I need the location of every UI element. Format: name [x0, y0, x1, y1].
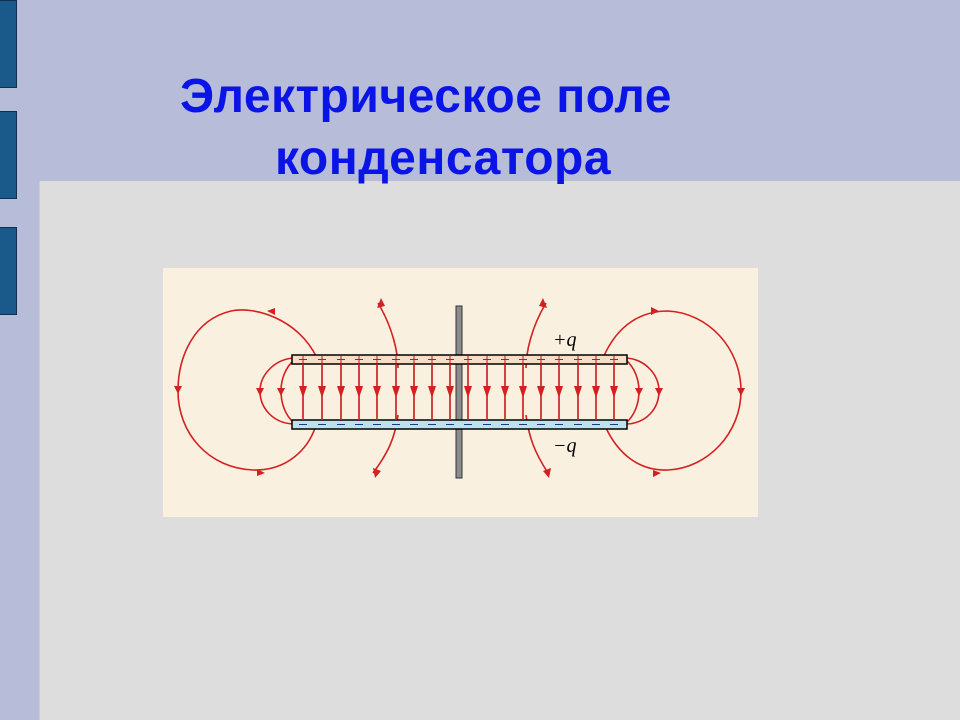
- field-direction-arrows: [174, 298, 745, 478]
- insulating-rod: [455, 305, 463, 479]
- fringe-field-lines-left: [177, 302, 399, 474]
- positive-plate: [291, 354, 628, 365]
- positive-charges: [299, 356, 618, 363]
- negative-plate: [291, 419, 628, 430]
- capacitor-diagram-svg: +q −q: [174, 298, 745, 479]
- uniform-field-arrows: [299, 386, 618, 398]
- positive-charge-label: +q: [553, 329, 577, 351]
- side-block-1: [0, 0, 17, 88]
- capacitor-field-diagram: +q −q: [163, 268, 758, 517]
- title-line-1: Электрическое поле: [180, 70, 672, 123]
- side-block-3: [0, 227, 17, 315]
- side-block-2: [0, 111, 17, 199]
- negative-charge-label: −q: [553, 435, 577, 457]
- title-line-2: конденсатора: [275, 132, 612, 185]
